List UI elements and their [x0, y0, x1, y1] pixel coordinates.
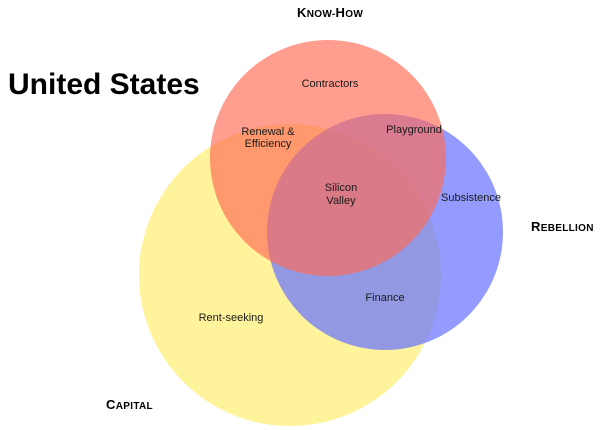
region-silicon-valley-line2: Valley: [326, 195, 356, 207]
knowhow-set-label: KNOW-HOW: [297, 5, 363, 20]
region-renewal-efficiency-line2: Efficiency: [245, 138, 292, 150]
venn-circles: [139, 40, 503, 426]
region-silicon-valley-line1: Silicon: [325, 182, 357, 194]
rebellion-set-label: REBELLION: [531, 219, 594, 234]
region-rent-seeking: Rent-seeking: [199, 312, 264, 324]
knowhow-circle: [210, 40, 446, 276]
region-playground: Playground: [386, 124, 442, 136]
region-subsistence: Subsistence: [441, 192, 501, 204]
region-finance: Finance: [365, 292, 404, 304]
capital-set-label: CAPITAL: [106, 397, 153, 412]
page-title: United States: [8, 68, 200, 101]
region-renewal-efficiency-line1: Renewal &: [241, 126, 295, 138]
region-contractors: Contractors: [302, 78, 359, 90]
